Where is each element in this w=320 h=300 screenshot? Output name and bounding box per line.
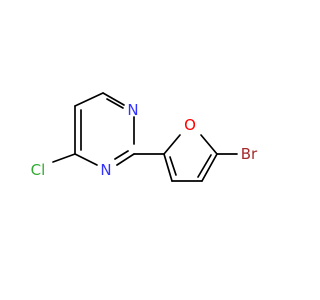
atom-cl: Cl bbox=[31, 161, 46, 179]
bonds bbox=[52, 92, 238, 182]
bond-furan-c5-c4 bbox=[201, 153, 218, 182]
atom-br: Br bbox=[241, 145, 258, 163]
bond-furan-c5-c4-inner bbox=[197, 154, 212, 178]
atom-n1: N bbox=[127, 101, 138, 119]
bond-c2-n3-inner bbox=[114, 150, 129, 160]
structure-diagram: N N Cl O Br bbox=[31, 92, 258, 182]
atom-labels: N N Cl O Br bbox=[31, 101, 258, 179]
bond-c2-n3 bbox=[116, 153, 135, 166]
bond-furan-c3-c2-inner bbox=[169, 156, 177, 176]
bond-c6-n1 bbox=[102, 92, 125, 106]
bond-furan-o-c5 bbox=[200, 134, 218, 155]
bond-c4-cl bbox=[52, 153, 76, 163]
atom-n3: N bbox=[100, 161, 111, 179]
bond-furan-c2-o bbox=[163, 134, 181, 155]
bond-furan-c3-c2 bbox=[163, 153, 173, 182]
bond-c5-c6 bbox=[74, 92, 104, 107]
bond-n3-c4 bbox=[74, 153, 98, 166]
bond-c6-n1-inner bbox=[106, 98, 124, 109]
atom-o: O bbox=[184, 116, 196, 134]
